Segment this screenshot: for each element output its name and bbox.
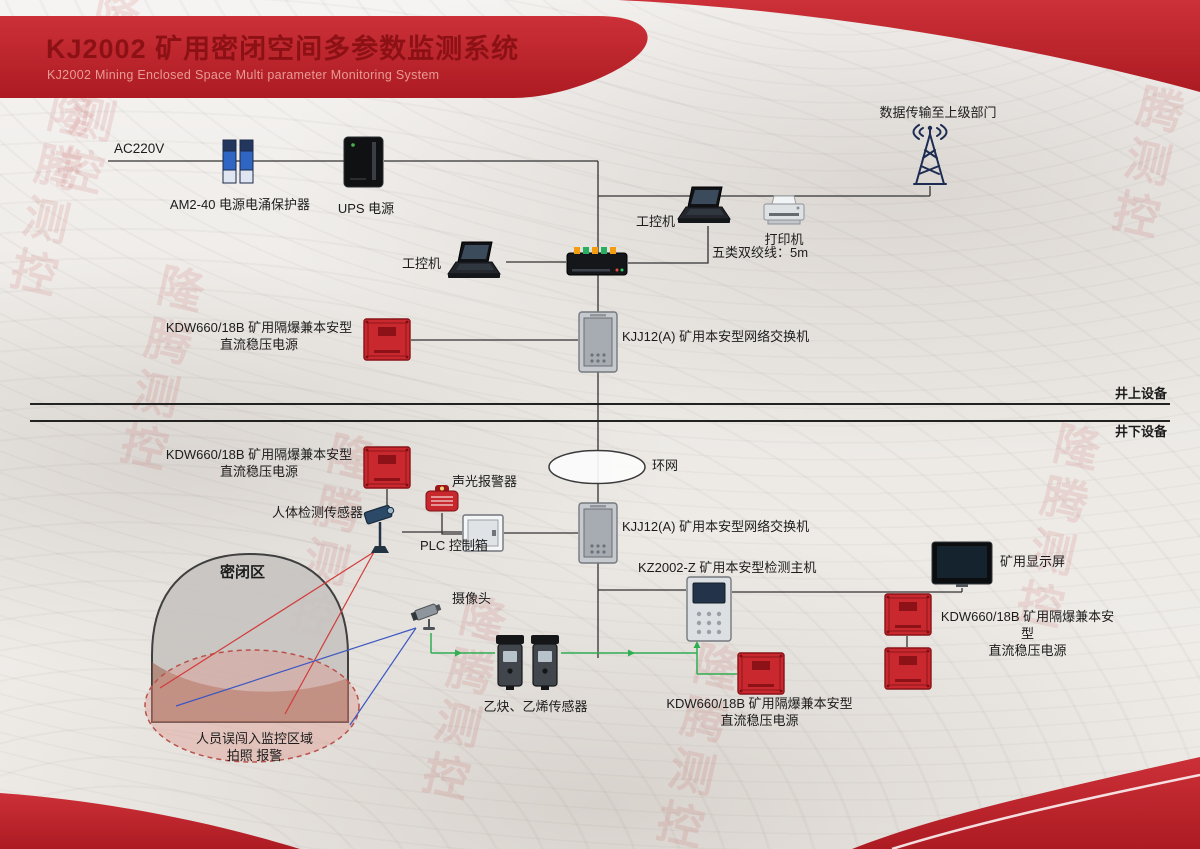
label-alarm: 声光报警器 <box>452 474 518 489</box>
label-kdw-line2: 直流稳压电源 <box>219 336 298 352</box>
label-kdw-bottom: KDW660/18B 矿用隔爆兼本安型 直流稳压电源 <box>662 696 857 730</box>
label-gas-sensors: 乙炔、乙烯传感器 <box>483 699 588 714</box>
printer-icon <box>762 194 806 235</box>
gas-sensor-pair-icon <box>495 635 561 697</box>
kdw-power-icon <box>884 647 932 695</box>
green-arrows <box>455 641 701 657</box>
enclosed-zone-shape <box>151 552 349 723</box>
label-ipc-top: 工控机 <box>636 214 676 229</box>
kdw-power-icon <box>884 593 932 641</box>
antenna-tower-icon <box>904 124 956 193</box>
label-ring-net: 环网 <box>652 458 679 473</box>
label-underground-equipment: 井下设备 <box>1114 424 1167 439</box>
label-intrusion-line2: 拍照 报警 <box>226 747 283 763</box>
label-uplink: 数据传输至上级部门 <box>879 105 997 120</box>
label-kdw-underground: KDW660/18B 矿用隔爆兼本安型 直流稳压电源 <box>155 447 363 481</box>
label-switch-surface: KJJ12(A) 矿用本安型网络交换机 <box>622 329 810 344</box>
label-ups: UPS 电源 <box>337 201 395 216</box>
mine-display-icon <box>931 541 993 593</box>
network-switch-icon <box>578 502 618 569</box>
ups-icon <box>343 136 384 193</box>
label-enclosed-zone: 密闭区 <box>220 564 266 581</box>
detection-host-icon <box>686 576 732 647</box>
label-host: KZ2002-Z 矿用本安型检测主机 <box>638 560 817 575</box>
label-intrusion-line1: 人员误闯入监控区域 <box>195 731 313 746</box>
network-switch-icon <box>578 311 618 378</box>
kdw-power-icon <box>363 446 411 494</box>
label-cat5: 五类双绞线：5m <box>712 245 809 260</box>
surge-protector-icon <box>222 139 254 189</box>
section-divider-lines <box>30 403 1170 422</box>
label-printer: 打印机 <box>764 232 804 247</box>
label-intrusion: 人员误闯入监控区域 拍照 报警 <box>182 731 327 765</box>
laptop-icon <box>446 241 506 286</box>
label-surface-equipment: 井上设备 <box>1114 386 1167 401</box>
label-surge-protector: AM2-40 电源电涌保护器 <box>169 197 311 212</box>
label-camera: 摄像头 <box>452 591 492 606</box>
camera-icon <box>408 597 450 638</box>
ring-ellipse <box>548 449 646 485</box>
page-title: KJ2002 矿用密闭空间多参数监测系统 <box>46 34 520 64</box>
view-cone-red <box>159 551 375 715</box>
label-ac-power: AC220V <box>114 141 165 156</box>
label-kdw-line1: KDW660/18B 矿用隔爆兼本安型 <box>165 320 353 335</box>
label-kdw-surface: KDW660/18B 矿用隔爆兼本安型 直流稳压电源 <box>155 320 363 354</box>
label-kdw-line2: 直流稳压电源 <box>988 642 1067 658</box>
wiring-lines <box>108 160 963 658</box>
view-cone-blue <box>175 627 417 726</box>
human-detect-sensor-icon <box>360 504 404 561</box>
plc-box-icon <box>462 514 504 557</box>
label-switch-underground: KJJ12(A) 矿用本安型网络交换机 <box>622 519 810 534</box>
label-kdw-line1: KDW660/18B 矿用隔爆兼本安型 <box>940 609 1115 641</box>
kdw-power-icon <box>737 652 785 700</box>
label-display: 矿用显示屏 <box>1000 554 1066 569</box>
label-ipc-mid: 工控机 <box>402 256 442 271</box>
label-plc: PLC 控制箱 <box>420 538 488 553</box>
label-kdw-line2: 直流稳压电源 <box>219 463 298 479</box>
kdw-power-icon <box>363 318 411 366</box>
label-kdw-line2: 直流稳压电源 <box>720 712 799 728</box>
label-kdw-line1: KDW660/18B 矿用隔爆兼本安型 <box>666 696 853 711</box>
label-kdw-line1: KDW660/18B 矿用隔爆兼本安型 <box>165 447 353 462</box>
sound-light-alarm-icon <box>423 483 461 518</box>
media-converter-icon <box>566 243 628 286</box>
intrusion-ellipse <box>144 649 360 763</box>
label-human-sensor: 人体检测传感器 <box>272 505 364 520</box>
label-kdw-right: KDW660/18B 矿用隔爆兼本安型 直流稳压电源 <box>935 609 1120 660</box>
page-subtitle: KJ2002 Mining Enclosed Space Multi param… <box>47 68 440 82</box>
laptop-icon <box>676 186 736 231</box>
